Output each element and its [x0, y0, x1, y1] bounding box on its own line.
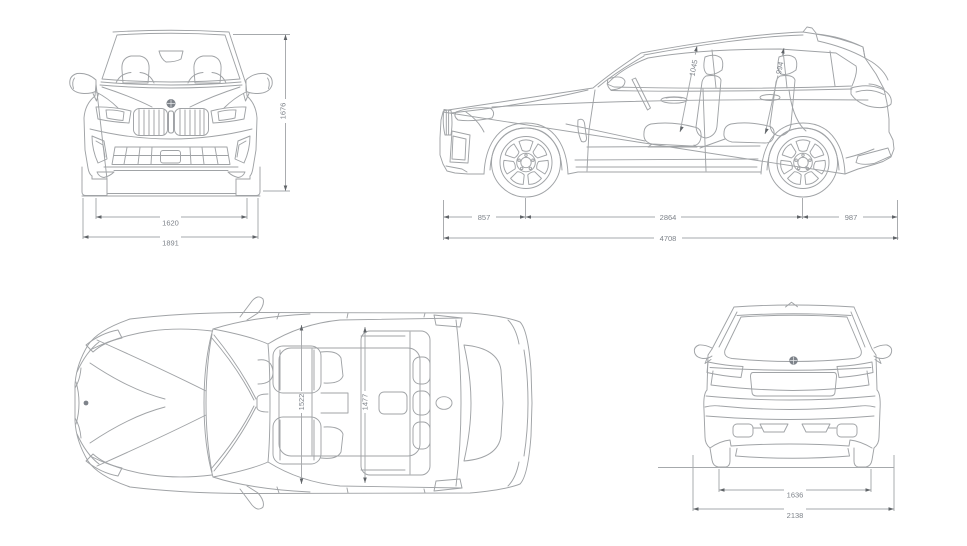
svg-text:857: 857 [478, 213, 491, 222]
svg-text:1676: 1676 [279, 103, 288, 120]
svg-text:1045: 1045 [687, 59, 699, 77]
svg-text:4708: 4708 [660, 234, 677, 243]
svg-text:2864: 2864 [660, 213, 677, 222]
svg-text:987: 987 [845, 213, 858, 222]
svg-text:1522: 1522 [297, 394, 306, 411]
svg-text:1891: 1891 [162, 239, 179, 248]
svg-text:1620: 1620 [162, 219, 179, 228]
svg-text:994: 994 [774, 61, 785, 75]
svg-text:1636: 1636 [787, 491, 804, 500]
svg-text:2138: 2138 [787, 511, 804, 520]
svg-text:1477: 1477 [361, 394, 370, 411]
